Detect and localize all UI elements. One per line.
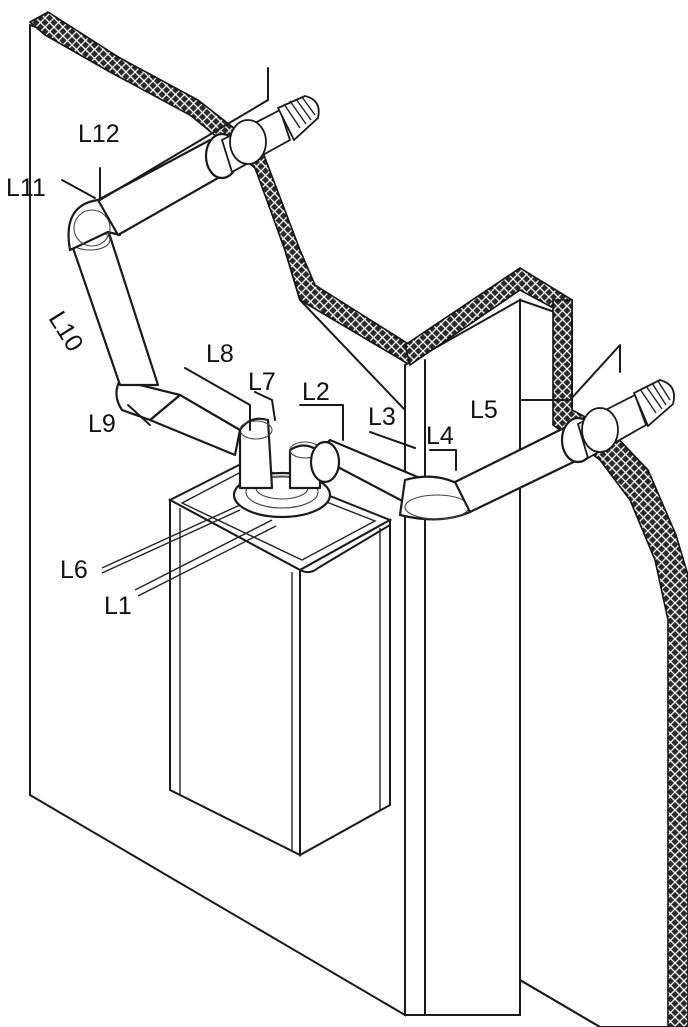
label-l1: L1 <box>104 592 132 620</box>
label-l6: L6 <box>60 556 88 584</box>
label-l2: L2 <box>302 378 330 406</box>
label-l12: L12 <box>78 120 120 148</box>
right-flue-run <box>288 379 675 521</box>
label-l7: L7 <box>248 368 276 396</box>
label-l9: L9 <box>88 410 116 438</box>
label-l3: L3 <box>368 403 396 431</box>
boiler-side <box>299 518 391 857</box>
label-l8: L8 <box>206 340 234 368</box>
label-l11: L11 <box>6 174 46 202</box>
label-l5: L5 <box>470 396 498 424</box>
boiler <box>167 460 393 857</box>
dimension-lines <box>61 67 621 597</box>
label-l4: L4 <box>426 422 454 450</box>
